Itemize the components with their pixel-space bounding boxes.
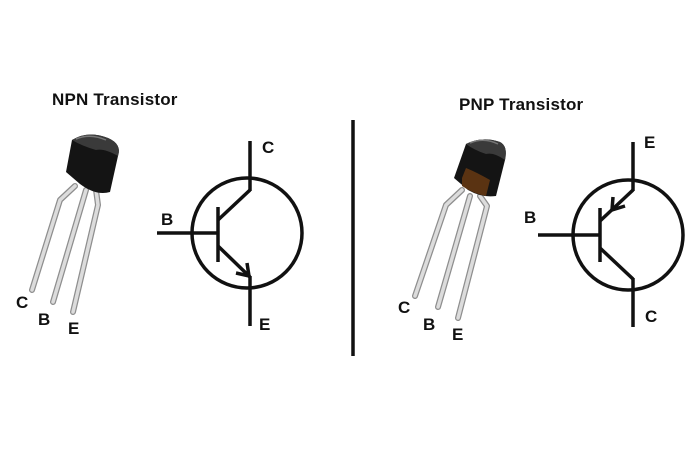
pnp-symbol-label-e: E: [644, 133, 655, 152]
npn-symbol-label-c: C: [262, 138, 274, 157]
pnp-symbol-label-b: B: [524, 208, 536, 227]
pnp-lead-label-b: B: [423, 315, 435, 334]
pnp-symbol-label-c: C: [645, 307, 657, 326]
npn-symbol-label-b: B: [161, 210, 173, 229]
pnp-symbol: [538, 142, 685, 327]
npn-lead-label-b: B: [38, 310, 50, 329]
npn-package: C B E: [16, 134, 119, 338]
npn-lead-label-e: E: [68, 319, 79, 338]
pnp-lead-label-c: C: [398, 298, 410, 317]
pnp-lead-label-e: E: [452, 325, 463, 344]
pnp-package: C B E: [398, 139, 506, 344]
npn-symbol: [157, 141, 304, 326]
npn-title: NPN Transistor: [52, 90, 178, 109]
npn-symbol-label-e: E: [259, 315, 270, 334]
pnp-title: PNP Transistor: [459, 95, 584, 114]
npn-lead-label-c: C: [16, 293, 28, 312]
